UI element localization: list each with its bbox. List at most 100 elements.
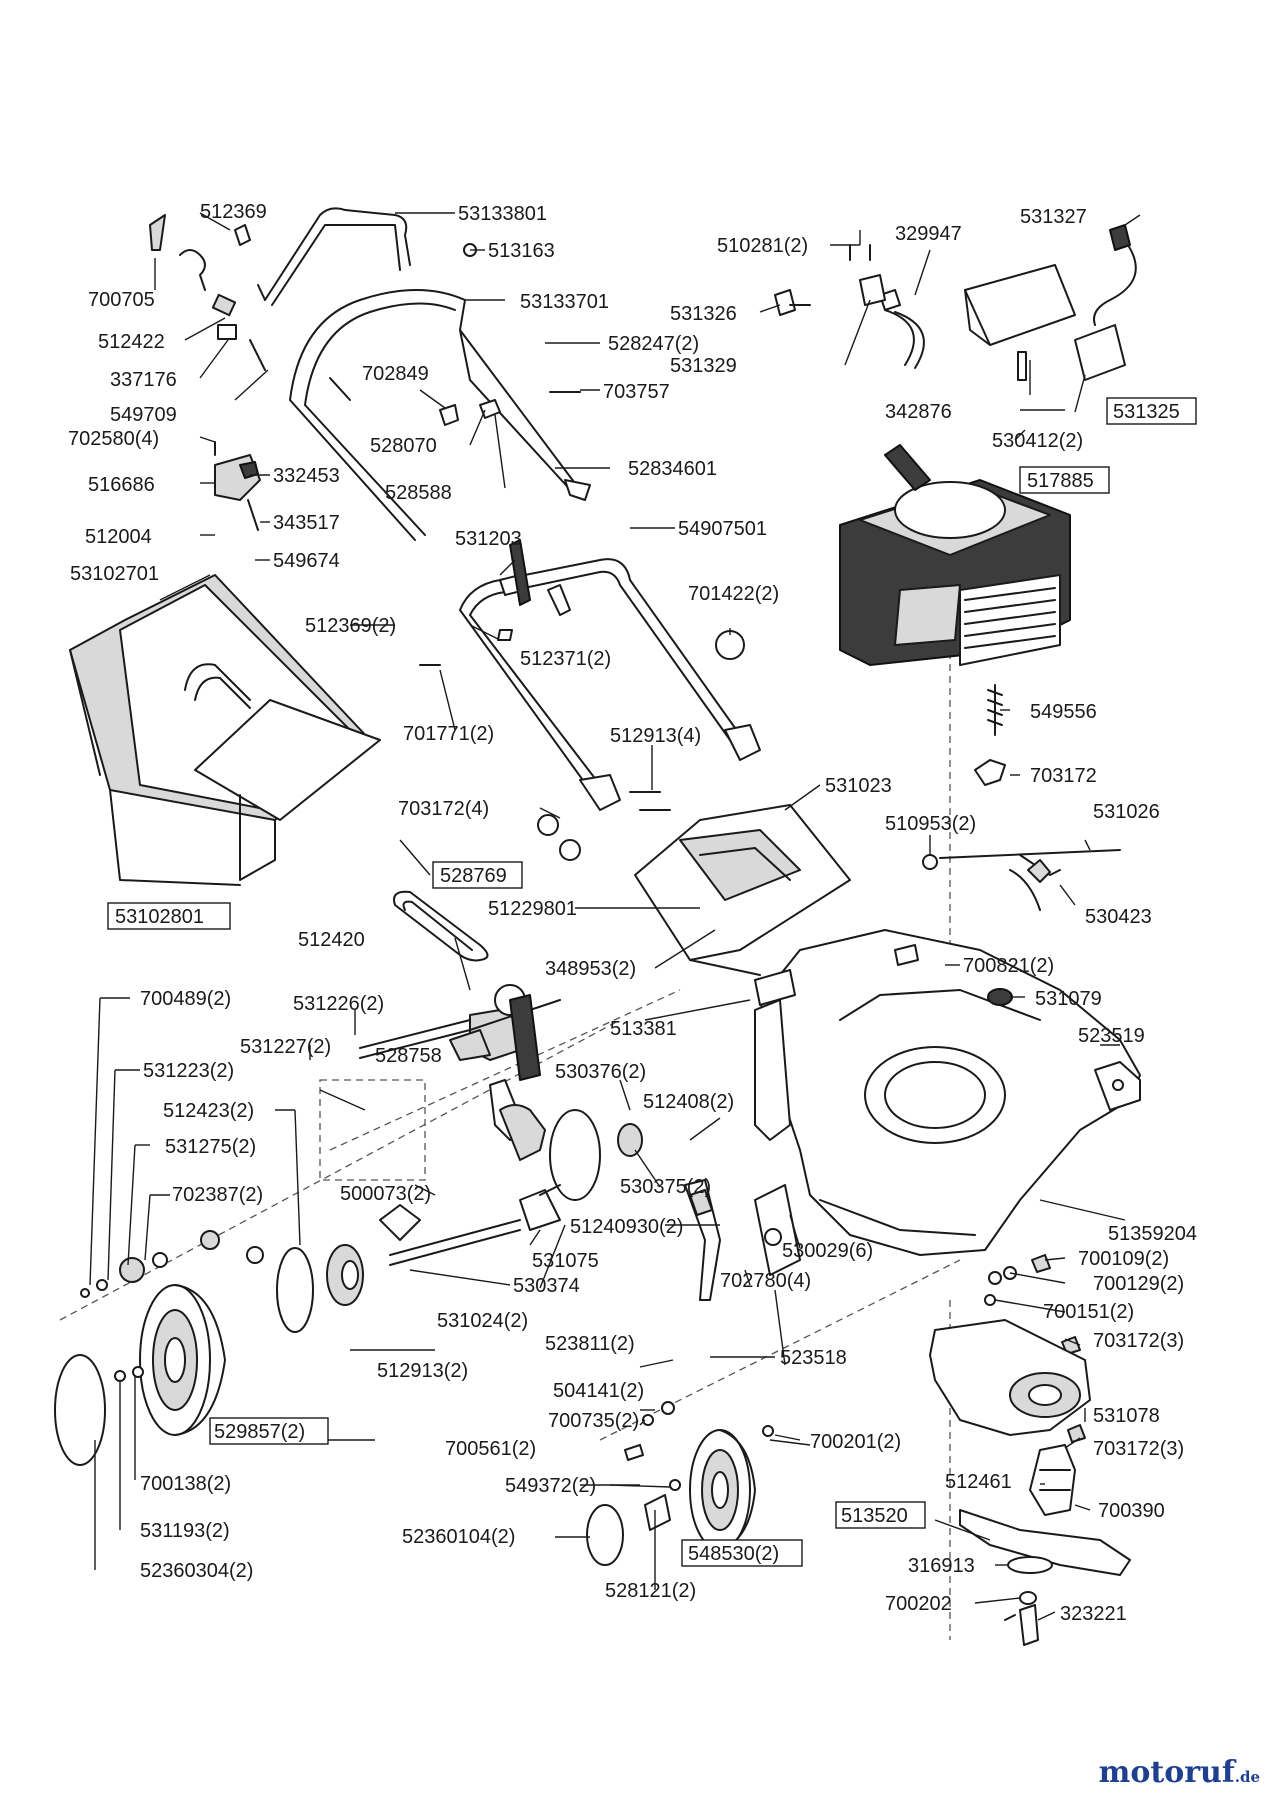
part-label: 528070 <box>370 435 437 457</box>
watermark-suffix: .de <box>1234 1768 1260 1786</box>
part-label: 701771(2) <box>403 723 494 745</box>
lower-handle <box>459 558 761 811</box>
part-label: 531327 <box>1020 206 1087 228</box>
part-label: 531023 <box>825 775 892 797</box>
part-label: 700735(2) <box>548 1410 639 1432</box>
part-label: 531325 <box>1113 401 1180 423</box>
part-label: 549674 <box>273 550 340 572</box>
part-label: 332453 <box>273 465 340 487</box>
part-label: 53133701 <box>520 291 609 313</box>
part-label: 512420 <box>298 929 365 951</box>
watermark: motoruf.de <box>1099 1755 1260 1790</box>
part-label: 512423(2) <box>163 1100 254 1122</box>
part-label: 512004 <box>85 526 152 548</box>
part-label: 523518 <box>780 1347 847 1369</box>
part-label: 523811(2) <box>545 1333 635 1355</box>
part-label: 323221 <box>1060 1603 1127 1625</box>
part-label: 703172(3) <box>1093 1438 1184 1460</box>
mower-deck <box>754 929 1141 1256</box>
part-label: 51229801 <box>488 898 577 920</box>
part-label: 512371(2) <box>520 648 611 670</box>
part-label: 702849 <box>362 363 429 385</box>
part-label: 531329 <box>670 355 737 377</box>
part-label: 702387(2) <box>172 1184 263 1206</box>
grass-catcher <box>69 574 381 886</box>
part-label: 549709 <box>110 404 177 426</box>
leader-lines <box>89 212 1141 1621</box>
part-label: 516686 <box>88 474 155 496</box>
rear-deflector <box>634 804 851 976</box>
label-box-517885 <box>1019 466 1110 494</box>
part-label: 512913(2) <box>377 1360 468 1382</box>
watermark-main: motoruf <box>1098 1755 1235 1790</box>
part-label: 348953(2) <box>545 958 636 980</box>
part-label: 342876 <box>885 401 952 423</box>
part-label: 531326 <box>670 303 737 325</box>
part-label: 700705 <box>88 289 155 311</box>
part-label: 513163 <box>488 240 555 262</box>
upper-handle <box>289 289 591 541</box>
part-label: 700390 <box>1098 1500 1165 1522</box>
part-label: 337176 <box>110 369 177 391</box>
part-label: 504141(2) <box>553 1380 644 1402</box>
electric-start-components <box>774 224 1137 381</box>
part-label: 52834601 <box>628 458 717 480</box>
part-label: 52360104(2) <box>402 1526 515 1548</box>
part-label: 53102801 <box>115 906 204 928</box>
part-label: 512422 <box>98 331 165 353</box>
part-label: 530376(2) <box>555 1061 646 1083</box>
engine <box>839 444 1071 666</box>
part-label: 531275(2) <box>165 1136 256 1158</box>
part-label: 700202 <box>885 1593 952 1615</box>
hardware-top-left <box>149 214 477 531</box>
part-label: 512913(4) <box>610 725 701 747</box>
part-label: 531203 <box>455 528 522 550</box>
part-label: 702580(4) <box>68 428 159 450</box>
part-label: 531078 <box>1093 1405 1160 1427</box>
part-label: 531079 <box>1035 988 1102 1010</box>
label-boxes <box>107 397 1197 1567</box>
part-label: 700201(2) <box>810 1431 901 1453</box>
part-label: 510953(2) <box>885 813 976 835</box>
part-label: 329947 <box>895 223 962 245</box>
part-label: 531024(2) <box>437 1310 528 1332</box>
blade-assembly <box>929 1319 1131 1646</box>
front-wheel-assembly <box>586 1179 801 1566</box>
part-label: 316913 <box>908 1555 975 1577</box>
right-side-hardware <box>894 684 1141 1443</box>
part-label: 700151(2) <box>1043 1301 1134 1323</box>
part-label: 523519 <box>1078 1025 1145 1047</box>
part-label: 53133801 <box>458 203 547 225</box>
part-labels: 53133801 512369 513163 700705 53133701 5… <box>68 201 1197 1625</box>
part-label: 530423 <box>1085 906 1152 928</box>
label-box-513520 <box>835 1501 926 1529</box>
part-label: 51240930(2) <box>570 1216 683 1238</box>
part-label: 531226(2) <box>293 993 384 1015</box>
hardware-handle <box>419 391 745 861</box>
rear-discs <box>489 994 643 1231</box>
part-label: 700489(2) <box>140 988 231 1010</box>
part-label: 703172(3) <box>1093 1330 1184 1352</box>
part-label: 528758 <box>375 1045 442 1067</box>
part-label: 701422(2) <box>688 583 779 605</box>
part-label: 549372(2) <box>505 1475 596 1497</box>
part-label: 531026 <box>1093 801 1160 823</box>
top-bar <box>257 207 411 306</box>
part-label: 700821(2) <box>963 955 1054 977</box>
part-label: 530412(2) <box>992 430 1083 452</box>
part-label: 703172 <box>1030 765 1097 787</box>
part-label: 530374 <box>513 1275 580 1297</box>
part-label: 531227(2) <box>240 1036 331 1058</box>
part-label: 703172(4) <box>398 798 489 820</box>
part-label: 531075 <box>532 1250 599 1272</box>
part-label: 53102701 <box>70 563 159 585</box>
part-label: 343517 <box>273 512 340 534</box>
part-label: 700138(2) <box>140 1473 231 1495</box>
label-box-548530 <box>681 1539 803 1567</box>
part-label: 512369 <box>200 201 267 223</box>
part-label: 51359204 <box>1108 1223 1197 1245</box>
part-label: 54907501 <box>678 518 767 540</box>
part-label: 700129(2) <box>1093 1273 1184 1295</box>
part-label: 548530(2) <box>688 1543 779 1565</box>
label-box-531325 <box>1106 397 1197 425</box>
